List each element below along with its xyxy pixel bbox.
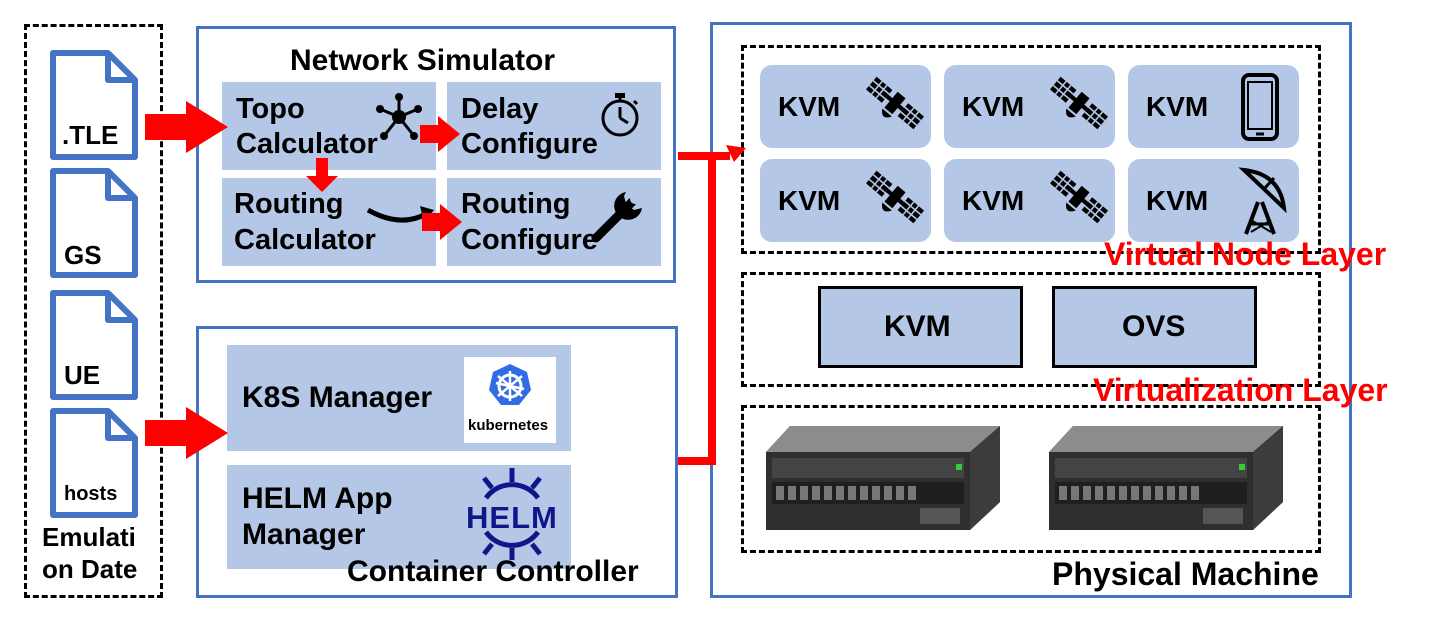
topo-calculator-label-2: Calculator: [236, 128, 378, 160]
arrow-topo-to-routing: [306, 158, 338, 192]
container-controller-title: Container Controller: [347, 555, 639, 588]
hosts-file-icon: [50, 408, 138, 518]
curved-black-arrow: [366, 207, 428, 223]
helm-manager-label-2: Manager: [242, 518, 366, 551]
tle-file-icon: [50, 50, 138, 160]
hosts-file-label: hosts: [64, 483, 118, 505]
delay-configure-label-2: Configure: [461, 128, 598, 160]
virtual-node-layer-label: Virtual Node Layer: [1104, 236, 1387, 272]
kubernetes-helm-wheel-icon: [489, 364, 531, 405]
kvm-node-5-label: KVM: [962, 185, 1025, 216]
topo-calculator-label-1: Topo: [236, 93, 305, 125]
gs-file-label: GS: [64, 240, 102, 270]
ground-station-icon: [1238, 167, 1287, 235]
physical-machine-title: Physical Machine: [1052, 556, 1319, 592]
virt-kvm-label: KVM: [884, 310, 951, 343]
routing-calculator-label-1: Routing: [234, 188, 344, 220]
kvm-node-6-label: KVM: [1146, 185, 1209, 216]
kvm-node-5: [944, 159, 1115, 242]
helm-logo-text: HELM: [466, 500, 558, 535]
routing-configure-label-2: Configure: [461, 224, 598, 256]
stopwatch-icon: [598, 92, 642, 138]
arrow-to-virtual-node-layer: [726, 145, 746, 162]
arrow-topo-to-delay: [420, 116, 460, 152]
wrench-icon: [586, 184, 650, 248]
kvm-node-4-label: KVM: [778, 185, 841, 216]
kvm-node-3-label: KVM: [1146, 91, 1209, 122]
kvm-node-3: [1128, 65, 1299, 148]
arrow-tle-to-simulator: [145, 101, 228, 153]
emulation-caption-line1: Emulati: [42, 522, 136, 552]
kubernetes-logo-text: kubernetes: [468, 417, 549, 434]
virt-kvm-box: [818, 286, 1023, 368]
virtualization-layer-label: Virtualization Layer: [1093, 372, 1388, 408]
virt-ovs-box: [1052, 286, 1257, 368]
ue-file-icon: [50, 290, 138, 400]
delay-configure-label-1: Delay: [461, 93, 539, 125]
simulator-arrows: [306, 116, 462, 240]
kvm-node-2-label: KVM: [962, 91, 1025, 122]
physical-layer-box: [741, 405, 1321, 553]
helm-logo: HELM: [464, 466, 560, 562]
kvm-node-4: [760, 159, 931, 242]
ue-file-label: UE: [64, 360, 101, 390]
topology-icon: [374, 92, 424, 142]
server-icon: [766, 426, 1000, 530]
gs-file-icon: [50, 168, 138, 278]
delay-configure-box: [447, 82, 661, 170]
emulation-data-panel: [24, 24, 163, 598]
kvm-node-1: [760, 65, 931, 148]
tle-file-label: .TLE: [62, 120, 119, 150]
k8s-manager-label: K8S Manager: [242, 381, 433, 414]
emulation-caption-line2: on Date: [42, 554, 138, 584]
kubernetes-logo: kubernetes: [464, 357, 556, 443]
helm-manager-label-1: HELM App: [242, 482, 393, 515]
connector-to-physical-machine: [678, 152, 716, 465]
network-simulator-title: Network Simulator: [290, 44, 556, 77]
routing-configure-label-1: Routing: [461, 188, 571, 220]
kvm-node-1-label: KVM: [778, 91, 841, 122]
arrow-hosts-to-k8s: [145, 407, 228, 459]
phone-icon: [1241, 73, 1279, 141]
virtualization-layer-box: [741, 272, 1321, 387]
server-icon: [1049, 426, 1283, 530]
kvm-node-2: [944, 65, 1115, 148]
virt-ovs-label: OVS: [1122, 310, 1186, 343]
helm-wheel-icon: [482, 468, 542, 560]
routing-calculator-label-2: Calculator: [234, 224, 376, 256]
arrow-routing-calc-to-conf: [422, 204, 462, 240]
